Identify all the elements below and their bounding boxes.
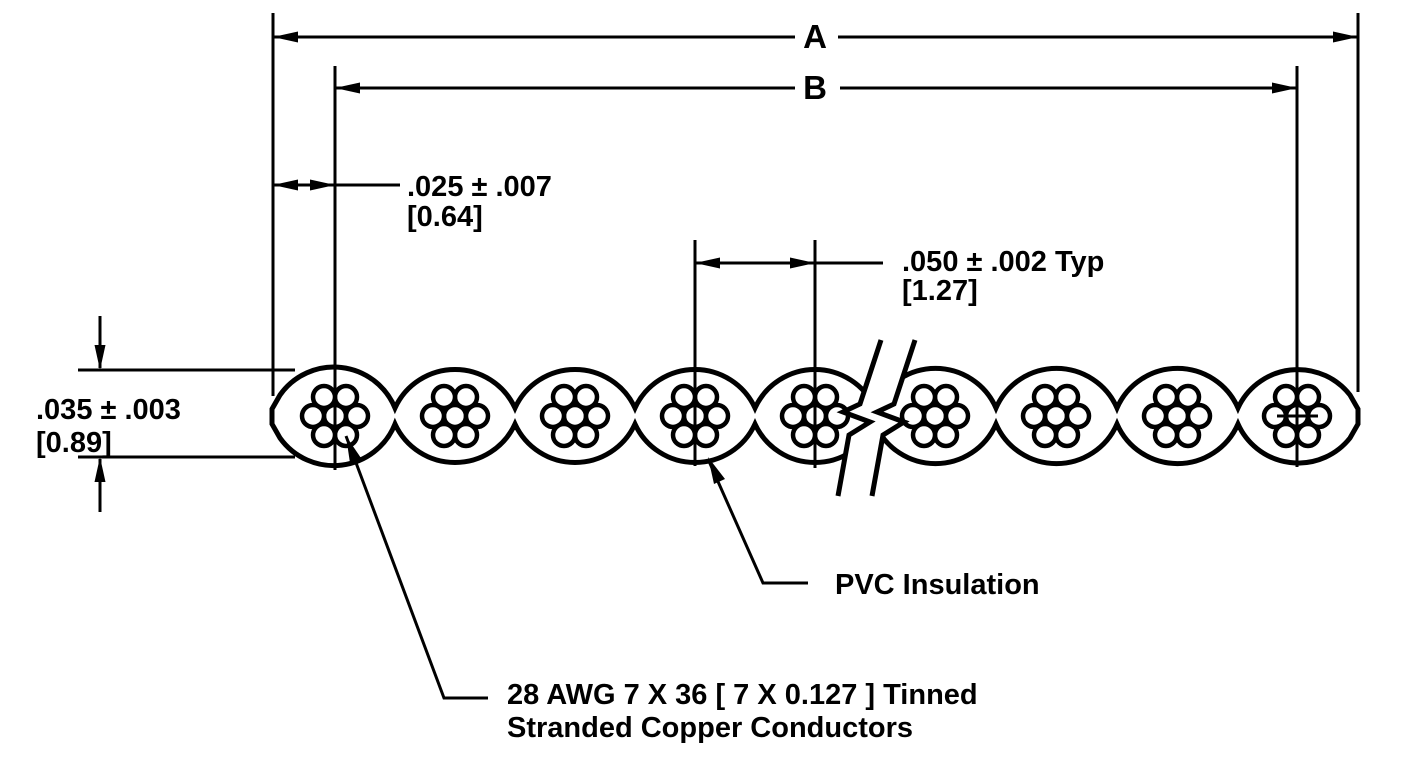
conductor-leader-arrow	[346, 436, 361, 463]
thickness-value-mm: [0.89]	[36, 427, 112, 459]
pitch-arrow-right	[790, 257, 815, 269]
pitch-arrow-left	[695, 257, 720, 269]
callout-insulation: PVC Insulation	[706, 457, 1040, 601]
conductor-strands-7	[1023, 386, 1089, 446]
dim-a-arrow-left	[273, 31, 298, 43]
break-line-left	[835, 339, 884, 497]
dim-b-label: B	[803, 69, 827, 106]
break-symbol	[835, 339, 918, 497]
conductor-strands-2	[422, 386, 488, 446]
conductor-label-line2: Stranded Copper Conductors	[507, 712, 913, 744]
conductor-strands-3	[542, 386, 608, 446]
conductor-strands-6	[902, 386, 968, 446]
pitch-value-in: .050 ± .002 Typ	[902, 246, 1104, 278]
edge-margin-arrow-right	[310, 179, 335, 191]
dim-a-label: A	[803, 18, 827, 55]
conductor-strands-8	[1144, 386, 1210, 446]
break-line-right	[869, 339, 918, 497]
insulation-leader-arrow	[708, 457, 725, 484]
thickness-arrow-up	[94, 457, 106, 482]
dim-a-arrow-right	[1333, 31, 1358, 43]
edge-margin-value-mm: [0.64]	[407, 201, 483, 233]
insulation-leader	[706, 458, 808, 585]
extension-lines	[78, 13, 1360, 470]
break-gap-mask	[838, 340, 915, 496]
thickness-value-in: .035 ± .003	[36, 394, 181, 426]
dimension-edge-margin: .025 ± .007 [0.64]	[273, 171, 552, 233]
edge-margin-value-in: .025 ± .007	[407, 171, 552, 203]
pitch-value-mm: [1.27]	[902, 275, 978, 307]
dim-b-arrow-left	[335, 82, 360, 94]
dim-b-arrow-right	[1272, 82, 1297, 94]
callout-conductor: 28 AWG 7 X 36 [ 7 X 0.127 ] Tinned Stran…	[344, 435, 978, 744]
insulation-label: PVC Insulation	[835, 569, 1040, 601]
thickness-arrow-down	[94, 345, 106, 370]
dimension-pitch: .050 ± .002 Typ [1.27]	[695, 246, 1104, 307]
dimension-thickness: .035 ± .003 [0.89]	[36, 316, 181, 512]
dimension-b: B	[335, 69, 1297, 106]
edge-margin-arrow-left	[273, 179, 298, 191]
dimension-a: A	[273, 18, 1358, 55]
conductor-label-line1: 28 AWG 7 X 36 [ 7 X 0.127 ] Tinned	[507, 679, 978, 711]
conductor-leader	[344, 435, 488, 700]
